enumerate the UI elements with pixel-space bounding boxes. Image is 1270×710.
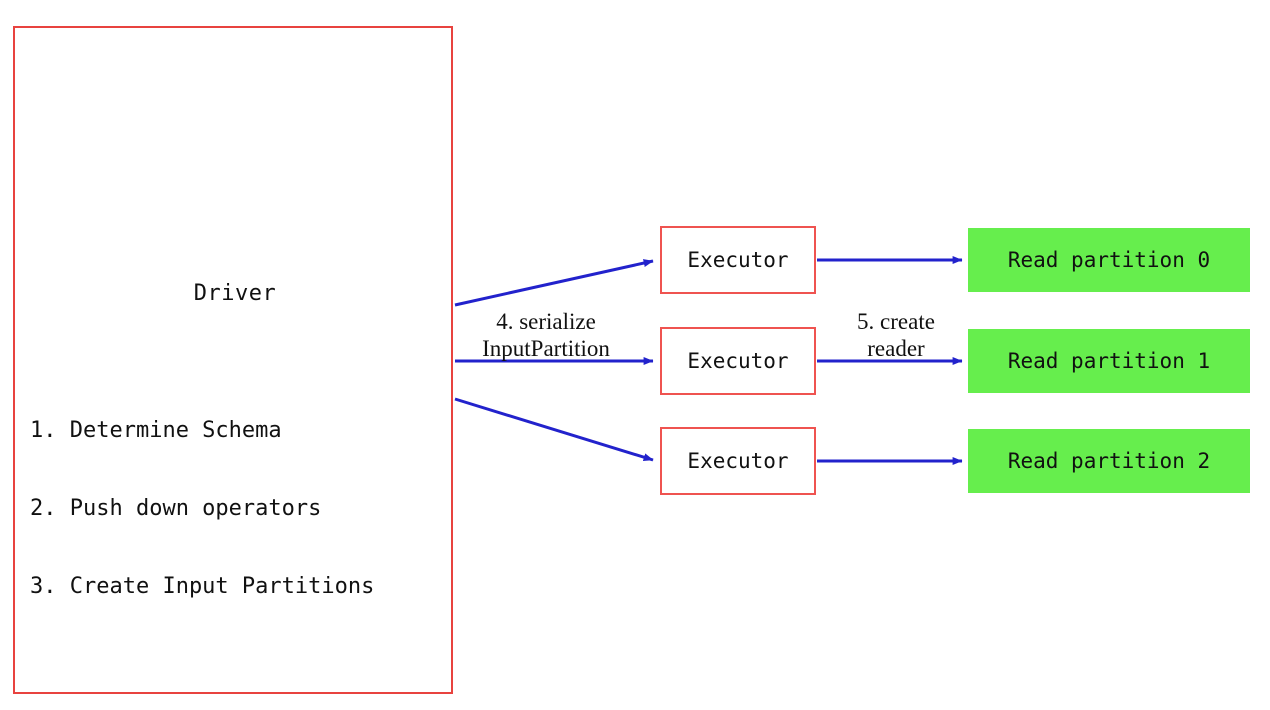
driver-step-2: 2. Push down operators [30, 496, 322, 521]
partition-label-0: Read partition 0 [1007, 248, 1211, 272]
edge-label-serialize-line-2: InputPartition [482, 336, 610, 361]
driver-box: Driver 1. Determine Schema 2. Push down … [13, 26, 453, 694]
partition-label-1: Read partition 1 [1007, 349, 1211, 373]
edge-label-create-reader-line-1: 5. create [857, 309, 935, 334]
partition-box-0: Read partition 0 [968, 228, 1250, 292]
driver-title: Driver [193, 281, 277, 306]
executor-box-3: Executor [660, 427, 816, 495]
driver-step-1: 1. Determine Schema [30, 418, 282, 443]
driver-step-3: 3. Create Input Partitions [30, 574, 375, 599]
driver-steps-list: 1. Determine Schema 2. Push down operato… [30, 366, 450, 652]
executor-label-2: Executor [687, 349, 789, 373]
executor-label-1: Executor [687, 248, 789, 272]
edge-label-create-reader-line-2: reader [867, 336, 925, 361]
partition-box-2: Read partition 2 [968, 429, 1250, 493]
edge-label-create-reader: 5. create reader [828, 308, 964, 362]
executor-box-2: Executor [660, 327, 816, 395]
arrow-driver-to-executor-1 [454, 259, 654, 307]
edge-label-serialize: 4. serialize InputPartition [455, 308, 637, 362]
executor-label-3: Executor [687, 449, 789, 473]
partition-box-1: Read partition 1 [968, 329, 1250, 393]
arrow-driver-to-executor-3 [454, 397, 654, 462]
edge-label-serialize-line-1: 4. serialize [496, 309, 596, 334]
executor-box-1: Executor [660, 226, 816, 294]
partition-label-2: Read partition 2 [1007, 449, 1211, 473]
